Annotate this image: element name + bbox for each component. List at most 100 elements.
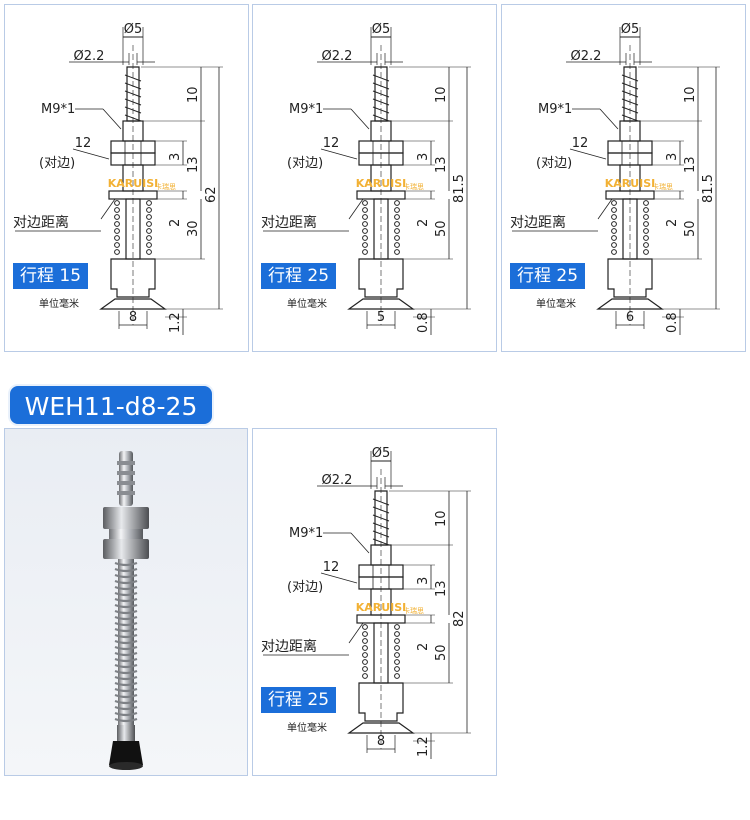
spring-coil <box>114 621 138 627</box>
spring-coil <box>114 579 138 585</box>
spring-coil-section <box>146 235 152 241</box>
spring-coil-section <box>114 207 120 213</box>
hex-size-note: (对边) <box>287 156 323 171</box>
watermark-logo: KARUISI <box>356 177 407 190</box>
drawing-line <box>102 108 122 130</box>
spring-coil <box>114 669 138 675</box>
spring-coil-section <box>394 652 400 658</box>
spring-coil <box>114 705 138 711</box>
drawing-line <box>320 148 358 160</box>
dimension-body-length: 13 <box>434 580 449 597</box>
spring-coil-section <box>362 242 368 248</box>
watermark-logo: KARUISI <box>356 601 407 614</box>
dimension-diameter-top: Ø5 <box>372 22 391 37</box>
dimension-diameter-top: Ø5 <box>621 22 640 37</box>
spring-coil-section <box>362 228 368 234</box>
unit-label: 单位毫米 <box>39 299 79 310</box>
dimension-gap: 2 <box>416 219 431 227</box>
spring-coil-section <box>643 228 649 234</box>
sleeve <box>122 164 144 192</box>
dimension-cup-thickness: 1.2 <box>416 736 431 757</box>
dimension-diameter-barb: Ø2.2 <box>571 49 602 64</box>
spring-coil-section <box>394 249 400 255</box>
spring-coil <box>114 657 138 663</box>
spring-coil <box>114 573 138 579</box>
flat-distance-label: 对边距离 <box>13 214 69 231</box>
drawing-line <box>597 198 613 220</box>
dimension-barb-length: 10 <box>434 510 449 527</box>
spring-coil-section <box>114 214 120 220</box>
spring-coil-section <box>611 200 617 206</box>
dimension-body-length: 13 <box>434 156 449 173</box>
spring-coil <box>114 633 138 639</box>
dimension-nut-height: 3 <box>416 577 431 585</box>
spring-coil <box>114 699 138 705</box>
spring-coil-section <box>146 221 152 227</box>
sleeve <box>370 588 392 616</box>
dimension-cup-width: 8 <box>377 734 385 749</box>
watermark-logo-cn: 卡瑞思 <box>652 182 673 191</box>
spring-coil-section <box>643 242 649 248</box>
dimension-cup-width: 6 <box>626 310 634 325</box>
spring-coil-section <box>362 631 368 637</box>
spring-coil-section <box>362 214 368 220</box>
spring-coil-section <box>146 207 152 213</box>
spring-coil-section <box>394 242 400 248</box>
spring-coil-section <box>146 242 152 248</box>
dimension-diameter-top: Ø5 <box>124 22 143 37</box>
dimension-gap: 2 <box>665 219 680 227</box>
dimension-nut-height: 3 <box>168 153 183 161</box>
spring-coil <box>114 597 138 603</box>
flat-distance-label: 对边距离 <box>510 214 566 231</box>
spring-coil-section <box>362 200 368 206</box>
dimension-stroke-length: 50 <box>434 220 449 237</box>
spring-coil-section <box>394 645 400 651</box>
watermark-logo-cn: 卡瑞思 <box>155 182 176 191</box>
hex-size-label: 12 <box>323 136 340 151</box>
drawing-line <box>599 108 619 130</box>
dimension-cup-thickness: 1.2 <box>168 312 183 333</box>
dimension-cup-thickness: 0.8 <box>416 312 431 333</box>
spring-coil-section <box>394 214 400 220</box>
dimension-nut-height: 3 <box>665 153 680 161</box>
dimension-total-length: 82 <box>452 610 467 627</box>
spring-coil-section <box>362 659 368 665</box>
spring-coil <box>114 711 138 717</box>
spring-coil-section <box>146 249 152 255</box>
spring-coil <box>114 639 138 645</box>
dimension-total-length: 81.5 <box>701 174 716 203</box>
drawing-line <box>100 198 116 220</box>
spring-coil-section <box>114 228 120 234</box>
spring-coil-section <box>362 221 368 227</box>
spring-coil <box>114 681 138 687</box>
spring-coil-section <box>362 624 368 630</box>
spring-coil-section <box>362 645 368 651</box>
stroke-badge: 行程 25 <box>261 687 337 713</box>
dimension-stroke-length: 50 <box>683 220 698 237</box>
watermark-logo: KARUISI <box>605 177 656 190</box>
spring-coil-section <box>611 249 617 255</box>
spring-coil <box>114 585 138 591</box>
sleeve <box>370 164 392 192</box>
thread-label: M9*1 <box>289 526 323 541</box>
hex-size-note: (对边) <box>39 156 75 171</box>
dimension-diameter-barb: Ø2.2 <box>74 49 105 64</box>
spring-coil <box>114 675 138 681</box>
drawing-line <box>348 622 364 644</box>
dimension-diameter-barb: Ø2.2 <box>322 49 353 64</box>
sleeve <box>619 164 641 192</box>
dimension-total-length: 62 <box>204 186 219 203</box>
spring-coil-section <box>362 235 368 241</box>
spring-coil-section <box>611 242 617 248</box>
model-title: WEH11-d8-25 <box>24 392 198 421</box>
spring-coil <box>114 663 138 669</box>
spring-coil-section <box>643 235 649 241</box>
hex-size-label: 12 <box>572 136 589 151</box>
dimension-diameter-barb: Ø2.2 <box>322 473 353 488</box>
spring-coil <box>114 651 138 657</box>
